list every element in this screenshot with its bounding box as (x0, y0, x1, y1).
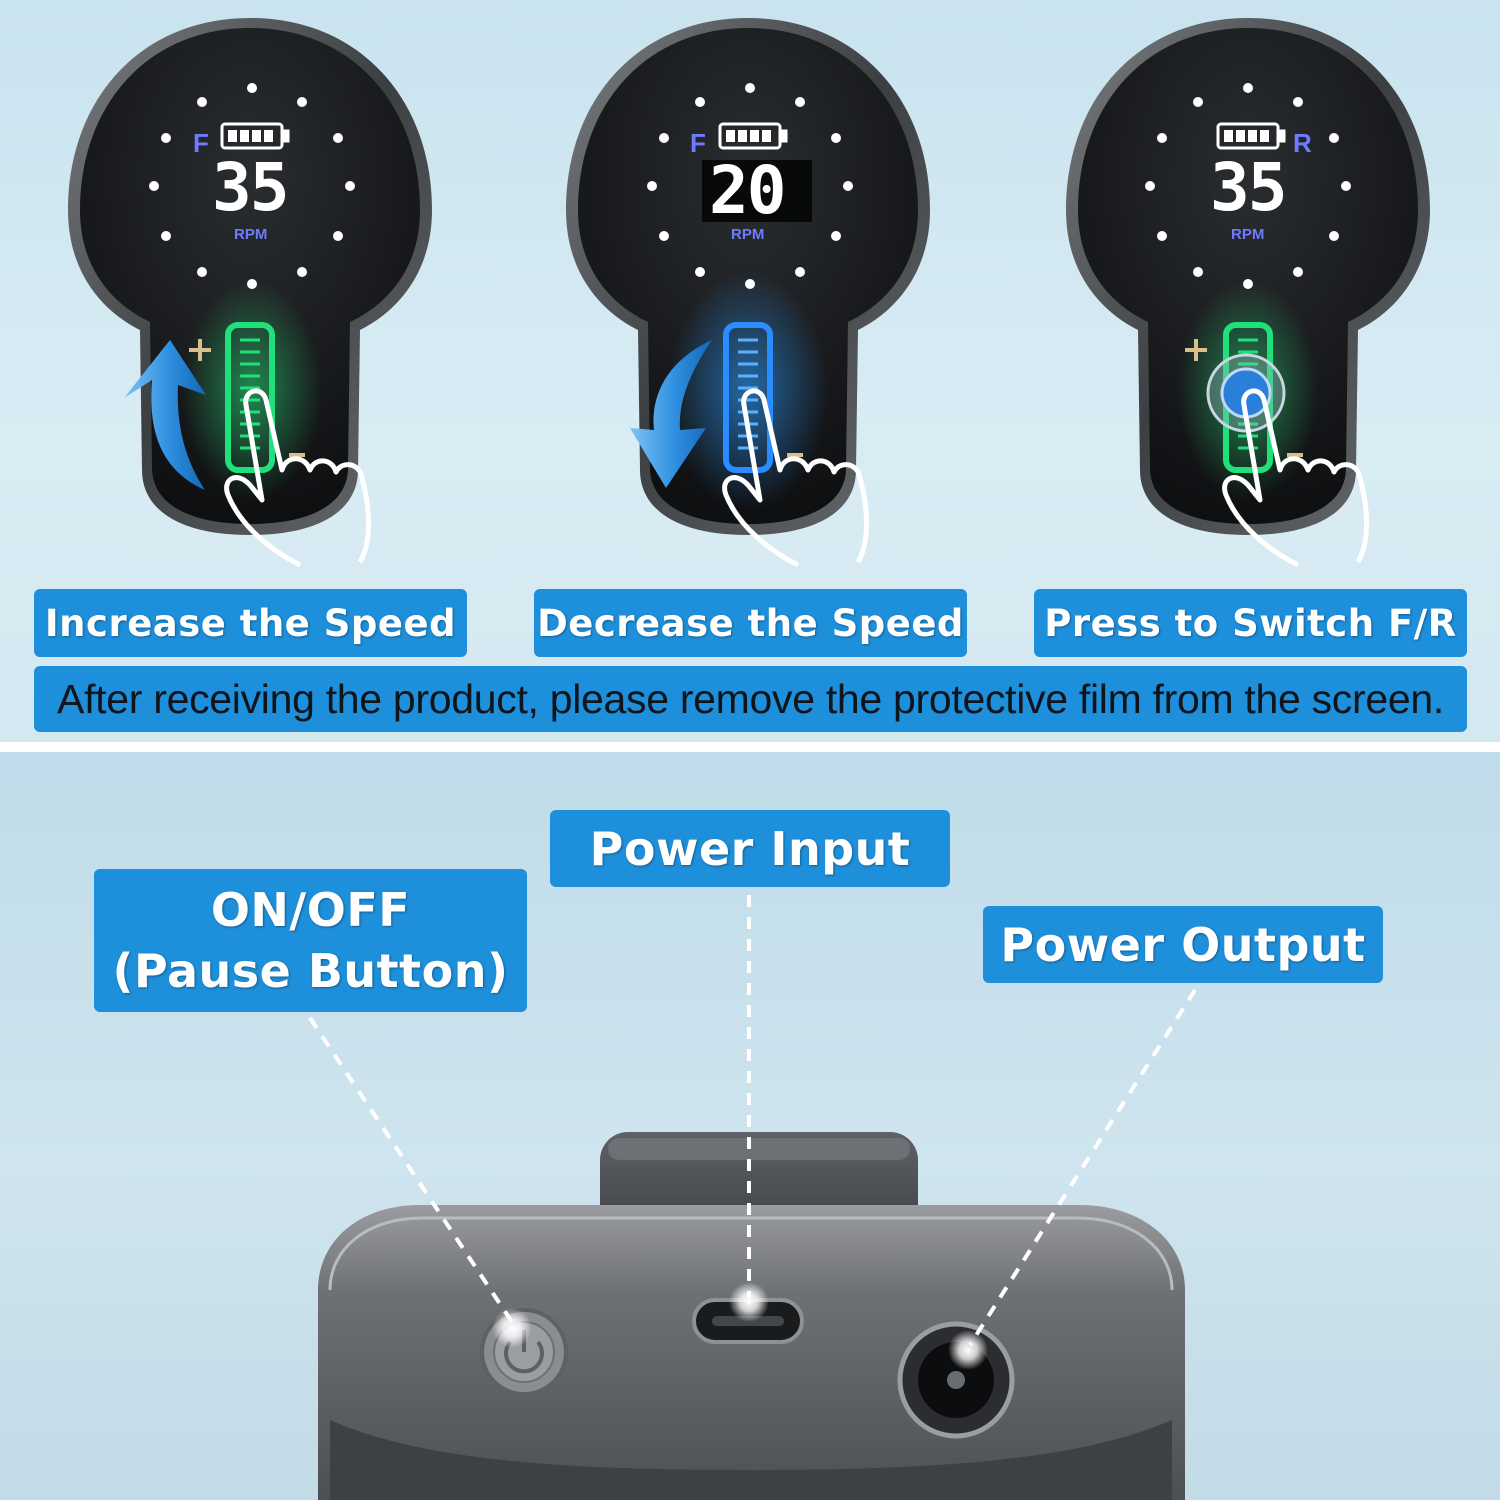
rpm-unit: RPM (731, 226, 765, 243)
speed-slider (225, 322, 275, 473)
rpm-unit: RPM (234, 226, 268, 243)
direction-indicator: R (1293, 128, 1312, 158)
device-2 (566, 18, 930, 568)
label-on-off: ON/OFF (Pause Button) (94, 869, 527, 1012)
speed-readout: 35 (1210, 149, 1287, 226)
hand-pointer-icon (722, 388, 869, 568)
usb-c-port (692, 1298, 804, 1344)
caption-switch-direction: Press to Switch F/R (1034, 589, 1467, 657)
label-on-off-line2: (Pause Button) (112, 943, 509, 998)
battery-icon (718, 122, 788, 150)
caption-decrease-speed: Decrease the Speed (534, 589, 967, 657)
battery-icon (1216, 122, 1286, 150)
device-3 (1066, 18, 1430, 568)
device-1 (68, 18, 432, 568)
direction-indicator: F (690, 128, 706, 158)
label-power-output: Power Output (983, 906, 1383, 983)
highlight-dots (492, 1282, 988, 1370)
plus-icon (1185, 339, 1207, 361)
arrow-up-icon (124, 340, 206, 490)
plus-icon (189, 339, 211, 361)
arrow-down-icon (630, 340, 712, 488)
hand-pointer-icon (1222, 388, 1369, 568)
protective-film-notice: After receiving the product, please remo… (34, 666, 1467, 732)
device-bottom (318, 1132, 1185, 1500)
speed-readout: 20 (709, 152, 786, 229)
caption-increase-speed: Increase the Speed (34, 589, 467, 657)
section-divider (0, 742, 1500, 752)
direction-indicator: F (193, 128, 209, 158)
speed-slider (723, 322, 773, 473)
speed-readout: 35 (212, 149, 289, 226)
label-power-input: Power Input (550, 810, 950, 887)
battery-icon (220, 122, 290, 150)
leader-lines (308, 895, 1197, 1347)
hand-pointer-icon (224, 388, 371, 568)
rpm-unit: RPM (1231, 226, 1265, 243)
label-on-off-line1: ON/OFF (210, 882, 411, 937)
